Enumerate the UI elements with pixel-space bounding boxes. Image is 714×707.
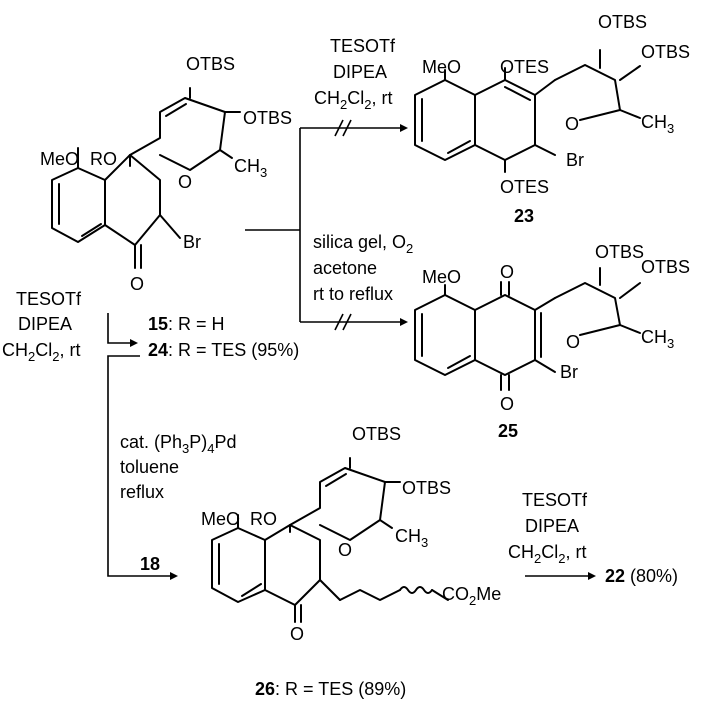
o-label: O xyxy=(290,624,304,644)
ro-label: RO xyxy=(250,509,277,529)
reagent-line: DIPEA xyxy=(525,516,579,536)
compound-26-structure xyxy=(211,457,449,623)
reagents-middle-right: silica gel, O2 acetone rt to reflux xyxy=(313,232,413,304)
ch3-label: CH3 xyxy=(395,526,428,550)
meo-label: MeO xyxy=(422,267,461,287)
starting-material-structure xyxy=(51,87,241,269)
otes-label: OTES xyxy=(500,57,549,77)
compound-24-label: 24: R = TES (95%) xyxy=(148,340,299,360)
reagents-top-right: TESOTf DIPEA CH2Cl2, rt xyxy=(314,36,396,112)
compound-23-structure xyxy=(414,49,641,173)
otes-label: OTES xyxy=(500,177,549,197)
o-label: O xyxy=(338,540,352,560)
br-label: Br xyxy=(560,362,578,382)
reagent-line: CH2Cl2, rt xyxy=(2,340,80,364)
compound-23-number: 23 xyxy=(514,206,534,226)
otbs-label: OTBS xyxy=(641,257,690,277)
compound-26-label: 26: R = TES (89%) xyxy=(255,679,406,699)
o-label: O xyxy=(566,332,580,352)
ro-label: RO xyxy=(90,149,117,169)
reagent-line: silica gel, O2 xyxy=(313,232,413,256)
otbs-label: OTBS xyxy=(641,42,690,62)
br-label: Br xyxy=(566,150,584,170)
reagents-left: TESOTf DIPEA CH2Cl2, rt xyxy=(2,289,82,364)
otbs-label: OTBS xyxy=(402,478,451,498)
reagent-line: TESOTf xyxy=(522,490,588,510)
coupling-partner-label: 18 xyxy=(140,554,160,574)
ch3-label: CH3 xyxy=(234,156,267,180)
reagent-line: CH2Cl2, rt xyxy=(508,542,586,566)
compound-22-label: 22 (80%) xyxy=(605,566,678,586)
meo-label: MeO xyxy=(201,509,240,529)
reagent-line: rt to reflux xyxy=(313,284,393,304)
o-label: O xyxy=(565,114,579,134)
otbs-label: OTBS xyxy=(598,12,647,32)
reaction-arrows xyxy=(107,119,596,580)
br-label: Br xyxy=(183,232,201,252)
meo-label: MeO xyxy=(40,149,79,169)
reagent-line: DIPEA xyxy=(18,314,72,334)
o-label: O xyxy=(500,394,514,414)
otbs-label: OTBS xyxy=(243,108,292,128)
o-label: O xyxy=(178,172,192,192)
reagent-line: DIPEA xyxy=(333,62,387,82)
reagents-bottom-left: cat. (Ph3P)4Pd toluene reflux xyxy=(120,432,237,502)
reagent-line: CH2Cl2, rt xyxy=(314,88,392,112)
ester-label: CO2Me xyxy=(442,584,501,608)
otbs-label: OTBS xyxy=(595,242,644,262)
reagent-line: TESOTf xyxy=(330,36,396,56)
reagent-line: cat. (Ph3P)4Pd xyxy=(120,432,237,456)
reagent-line: acetone xyxy=(313,258,377,278)
compound-25-number: 25 xyxy=(498,421,518,441)
o-label: O xyxy=(130,274,144,294)
compound-15-label: 15: R = H xyxy=(148,314,225,334)
compound-25-structure xyxy=(414,267,641,391)
otbs-label: OTBS xyxy=(352,424,401,444)
reagent-line: TESOTf xyxy=(16,289,82,309)
reagent-line: toluene xyxy=(120,457,179,477)
o-label: O xyxy=(500,262,514,282)
otbs-label: OTBS xyxy=(186,54,235,74)
ch3-label: CH3 xyxy=(641,327,674,351)
reagent-line: reflux xyxy=(120,482,164,502)
meo-label: MeO xyxy=(422,57,461,77)
ch3-label: CH3 xyxy=(641,112,674,136)
reagents-bottom-right: TESOTf DIPEA CH2Cl2, rt xyxy=(508,490,588,566)
